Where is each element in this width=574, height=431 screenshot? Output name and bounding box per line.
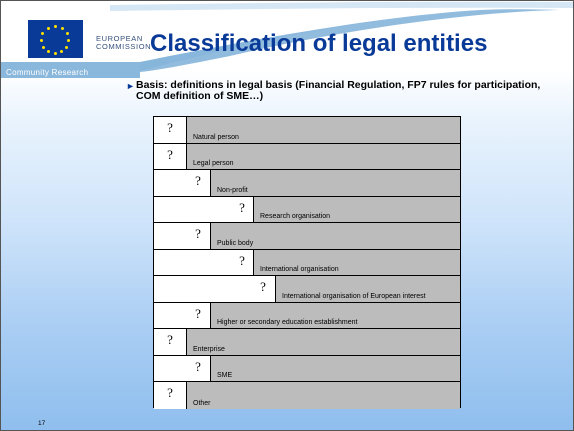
entity-cell: Non-profit: [211, 170, 460, 196]
question-mark-cell: ?: [154, 196, 254, 222]
question-mark-cell: ?: [154, 276, 276, 302]
page-number: 17: [38, 420, 46, 427]
question-mark-cell: ?: [154, 223, 211, 249]
community-research-label: Community Research: [6, 68, 89, 77]
entity-cell: SME: [211, 355, 460, 381]
entity-cell: Research organisation: [254, 196, 460, 222]
table-row: ? Natural person: [154, 117, 460, 144]
question-mark-cell: ?: [154, 170, 211, 196]
question-mark-cell: ?: [154, 329, 187, 355]
eu-flag-logo: [28, 20, 83, 58]
question-mark-cell: ?: [154, 143, 187, 169]
header-wave-graphic: [0, 1, 574, 78]
classification-table: ? Natural person ? Legal person ? Non-pr…: [153, 116, 461, 409]
bullet-icon: ►: [126, 81, 135, 91]
entity-cell: Higher or secondary education establishm…: [211, 302, 460, 328]
slide-title: Classification of legal entities: [150, 30, 488, 57]
entity-cell: Public body: [211, 223, 460, 249]
entity-cell: Enterprise: [187, 329, 460, 355]
question-mark-cell: ?: [154, 117, 187, 143]
table-row: ? Non-profit: [154, 170, 460, 197]
entity-cell: International organisation: [254, 249, 460, 275]
question-mark-cell: ?: [154, 382, 187, 409]
table-row: ? International organisation: [154, 249, 460, 276]
table-row: ? International organisation of European…: [154, 276, 460, 303]
entity-cell: Legal person: [187, 143, 460, 169]
table-row: ? Enterprise: [154, 329, 460, 356]
entity-cell: Other: [187, 382, 460, 409]
table-row: ? Legal person: [154, 143, 460, 170]
table-row: ? Higher or secondary education establis…: [154, 302, 460, 329]
question-mark-cell: ?: [154, 249, 254, 275]
question-mark-cell: ?: [154, 302, 211, 328]
table-row: ? SME: [154, 355, 460, 382]
table-row: ? Research organisation: [154, 196, 460, 223]
question-mark-cell: ?: [154, 355, 211, 381]
basis-text: ► Basis: definitions in legal basis (Fin…: [126, 79, 541, 102]
entity-cell: Natural person: [187, 117, 460, 143]
commission-wordmark: EUROPEAN COMMISSION: [96, 34, 152, 51]
entity-cell: International organisation of European i…: [276, 276, 460, 302]
table-row: ? Public body: [154, 223, 460, 250]
table-row: ? Other: [154, 382, 460, 409]
